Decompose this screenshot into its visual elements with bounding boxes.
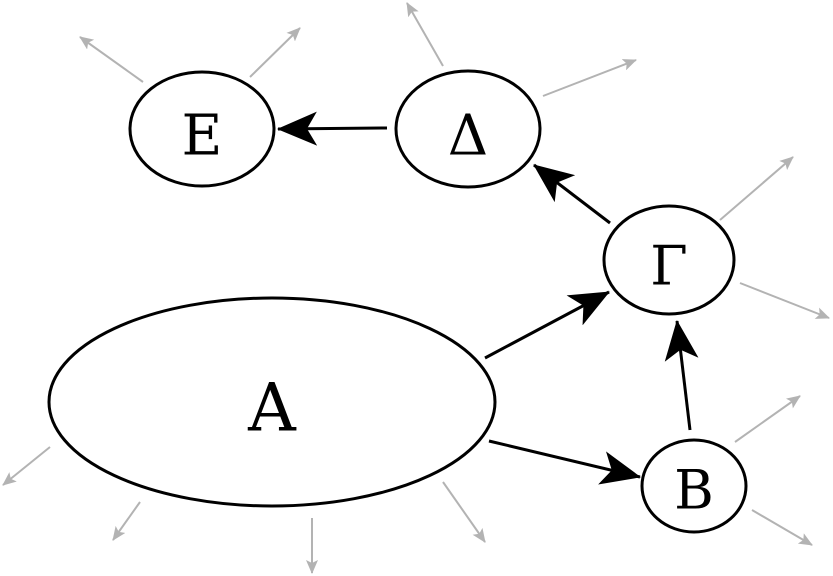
node-delta-shape xyxy=(394,69,542,189)
node-e: E xyxy=(128,70,276,188)
node-gamma: Γ xyxy=(602,204,736,316)
edges xyxy=(277,111,699,485)
node-gamma-shape xyxy=(602,204,736,316)
stub-arrow-b-up xyxy=(734,395,801,443)
node-a: A xyxy=(47,296,497,508)
node-b-shape xyxy=(640,438,748,534)
node-delta-label: Δ xyxy=(448,104,488,169)
stub-arrow-a-down-right xyxy=(442,481,486,543)
node-gamma-label: Γ xyxy=(650,235,687,298)
node-b-label: B xyxy=(674,459,714,522)
node-a-shape xyxy=(47,296,497,508)
edge-a-to-b xyxy=(488,439,641,485)
node-e-label: E xyxy=(182,104,223,169)
stub-arrow-gamma-right xyxy=(739,282,830,319)
stub-arrow-delta-up xyxy=(406,2,444,67)
edge-a-to-gamma xyxy=(484,290,610,360)
node-a-label: A xyxy=(247,370,297,447)
stub-arrow-e-left xyxy=(79,36,144,83)
stub-arrow-gamma-up xyxy=(719,156,794,221)
edge-b-to-gamma xyxy=(664,320,699,431)
stub-arrow-a-left xyxy=(2,446,51,486)
stub-arrow-e-right xyxy=(249,27,301,78)
edge-delta-to-e xyxy=(277,111,388,146)
stub-arrow-b-down xyxy=(751,509,813,546)
stub-arrow-a-down-left xyxy=(112,501,141,541)
node-delta: Δ xyxy=(394,69,542,189)
node-b: B xyxy=(640,438,748,534)
edge-gamma-to-delta xyxy=(533,163,611,225)
node-e-shape xyxy=(128,70,276,188)
stub-arrow-delta-right xyxy=(542,59,637,97)
